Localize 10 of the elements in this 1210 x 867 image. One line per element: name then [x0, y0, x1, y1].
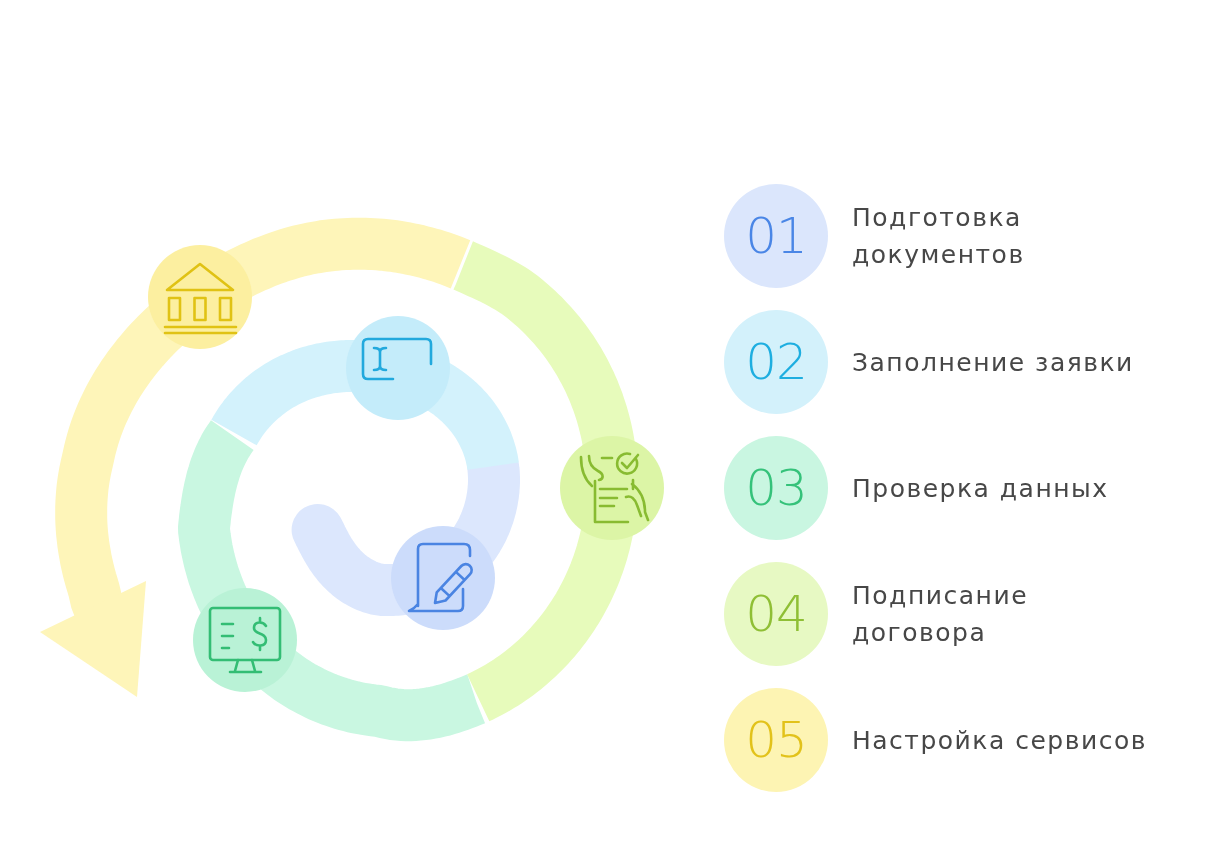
step-label: Заполнение заявки — [852, 346, 1135, 379]
step-number: 02 — [745, 337, 807, 387]
step-number: 03 — [745, 463, 807, 513]
step-label: Настройка сервисов — [852, 724, 1148, 757]
step-number: 05 — [745, 715, 807, 765]
step-label: Проверка данных — [852, 472, 1110, 505]
step-label: Подписание договора — [852, 580, 1029, 649]
step-number: 01 — [745, 211, 807, 261]
step-label: Подготовка документов — [852, 202, 1026, 271]
step-number: 04 — [745, 589, 807, 639]
